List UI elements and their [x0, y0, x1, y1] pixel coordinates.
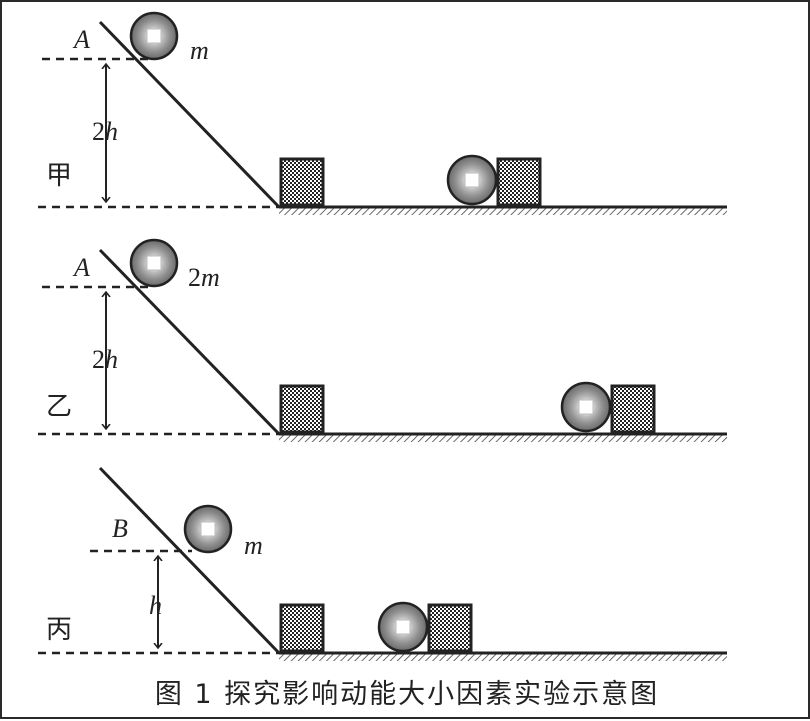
mass-label: 2m — [188, 263, 220, 292]
ball — [129, 238, 179, 288]
pushed-block — [610, 384, 656, 434]
wooden-block — [279, 603, 325, 653]
pushed-block — [496, 157, 542, 207]
panel-bing: B m h 丙 — [38, 466, 727, 661]
ground-hatch — [279, 207, 727, 215]
panel-name: 乙 — [46, 392, 72, 422]
point-label: A — [72, 253, 90, 282]
ball-at-block — [446, 154, 498, 206]
wooden-block — [279, 157, 325, 207]
panel-jia: A m 2h 甲 — [38, 11, 727, 215]
panel-name: 丙 — [46, 615, 72, 645]
height-label: 2h — [92, 345, 118, 374]
ball-at-block — [377, 601, 429, 653]
mass-label: m — [190, 36, 209, 65]
figure-caption: 图 1 探究影响动能大小因素实验示意图 — [154, 679, 660, 710]
ball-at-block — [560, 381, 612, 433]
ball — [129, 11, 179, 61]
point-label: B — [112, 514, 128, 543]
point-label: A — [72, 25, 90, 54]
height-label: 2h — [92, 117, 118, 146]
wooden-block — [279, 384, 325, 434]
panel-name: 甲 — [46, 161, 72, 191]
ramp — [98, 466, 281, 655]
ramp — [98, 20, 281, 209]
pushed-block — [427, 603, 473, 653]
mass-label: m — [244, 531, 263, 560]
ground-hatch — [279, 653, 727, 661]
ground-hatch — [279, 434, 727, 442]
panel-yi: A 2m 2h 乙 — [38, 238, 727, 442]
height-label: h — [149, 591, 162, 620]
ramp — [98, 248, 281, 436]
ball — [183, 504, 233, 554]
